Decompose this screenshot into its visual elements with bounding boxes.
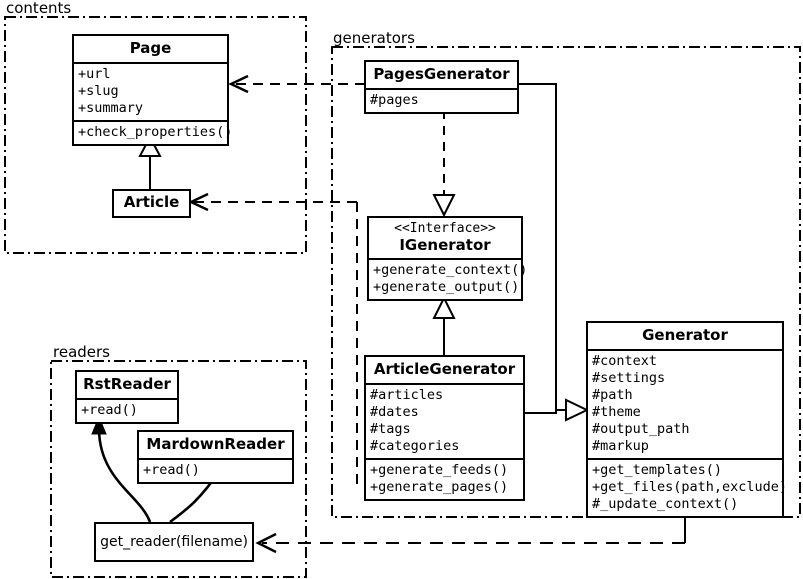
class-name-mardownreader: MardownReader: [146, 435, 285, 453]
class-methods-igenerator: +generate_context() +generate_output(): [369, 258, 528, 299]
attribute-item: +slug: [78, 83, 119, 99]
attribute-item: #settings: [592, 370, 666, 386]
edge-pagesgenerator-inherits-generator: [519, 83, 568, 411]
method-item: +get_files(path,exclude): [592, 479, 788, 495]
edge-articlegenerator-inherits-igenerator: [432, 295, 456, 355]
method-item: +generate_output(): [373, 279, 520, 295]
method-item: #_update_context(): [592, 496, 739, 512]
attribute-item: #categories: [370, 438, 460, 454]
function-label-get-reader: get_reader(filename): [100, 534, 248, 550]
class-name-generator: Generator: [642, 326, 728, 344]
attribute-item: #markup: [592, 438, 649, 454]
class-box-pagesgenerator[interactable]: PagesGenerator #pages: [364, 60, 519, 114]
class-methods-articlegenerator: +generate_feeds() +generate_pages(): [366, 458, 523, 499]
class-name-page: Page: [129, 39, 172, 57]
method-item: +read(): [81, 402, 138, 418]
class-attributes-articlegenerator: #articles #dates #tags #categories: [366, 383, 523, 458]
class-name-igenerator: <<Interface>> IGenerator: [369, 218, 521, 258]
method-item: +read(): [143, 462, 200, 478]
method-item: +generate_feeds(): [370, 462, 509, 478]
package-label-readers: readers: [53, 343, 110, 361]
package-label-generators: generators: [333, 29, 415, 47]
attribute-item: #pages: [370, 92, 419, 108]
class-methods-page: +check_properties(): [74, 120, 233, 144]
class-box-igenerator[interactable]: <<Interface>> IGenerator +generate_conte…: [367, 216, 528, 301]
edge-articlegenerator-inherits-generator: [525, 398, 590, 422]
attribute-item: +url: [78, 66, 111, 82]
class-box-generator[interactable]: Generator #context #settings #path #them…: [586, 321, 788, 518]
class-methods-mardownreader: +read(): [139, 458, 292, 482]
method-item: +generate_context(): [373, 262, 528, 278]
function-box-get-reader[interactable]: get_reader(filename): [94, 522, 254, 562]
method-item: +generate_pages(): [370, 479, 509, 495]
class-name-rstreader: RstReader: [83, 375, 171, 393]
edge-pagesgenerator-depends-page: [228, 74, 365, 94]
class-box-page[interactable]: Page +url +slug +summary +check_properti…: [72, 34, 233, 146]
class-name-articlegenerator: ArticleGenerator: [373, 360, 516, 378]
class-attributes-generator: #context #settings #path #theme #output_…: [588, 349, 782, 458]
class-box-article[interactable]: Article: [112, 189, 191, 218]
attribute-item: #articles: [370, 387, 444, 403]
attribute-item: +summary: [78, 100, 144, 116]
class-stereotype-igenerator: <<Interface>>: [394, 221, 496, 236]
class-attributes-page: +url +slug +summary: [74, 62, 227, 120]
attribute-item: #output_path: [592, 421, 690, 437]
class-attributes-pagesgenerator: #pages: [366, 88, 517, 112]
class-box-rstreader[interactable]: RstReader +read(): [75, 370, 179, 424]
class-name-pagesgenerator: PagesGenerator: [373, 65, 510, 83]
package-label-contents: contents: [6, 0, 72, 17]
class-name-article: Article: [123, 193, 180, 211]
attribute-item: #theme: [592, 404, 641, 420]
edge-pagesgenerator-realizes-igenerator: [432, 110, 456, 218]
class-name-text-igenerator: IGenerator: [399, 236, 491, 254]
method-item: +check_properties(): [78, 124, 233, 140]
class-box-articlegenerator[interactable]: ArticleGenerator #articles #dates #tags …: [364, 355, 525, 501]
class-methods-rstreader: +read(): [77, 398, 177, 422]
attribute-item: #path: [592, 387, 633, 403]
class-methods-generator: +get_templates() +get_files(path,exclude…: [588, 458, 788, 516]
attribute-item: #dates: [370, 404, 419, 420]
method-item: +get_templates(): [592, 462, 723, 478]
attribute-item: #tags: [370, 421, 411, 437]
class-box-mardownreader[interactable]: MardownReader +read(): [137, 430, 294, 484]
attribute-item: #context: [592, 353, 658, 369]
